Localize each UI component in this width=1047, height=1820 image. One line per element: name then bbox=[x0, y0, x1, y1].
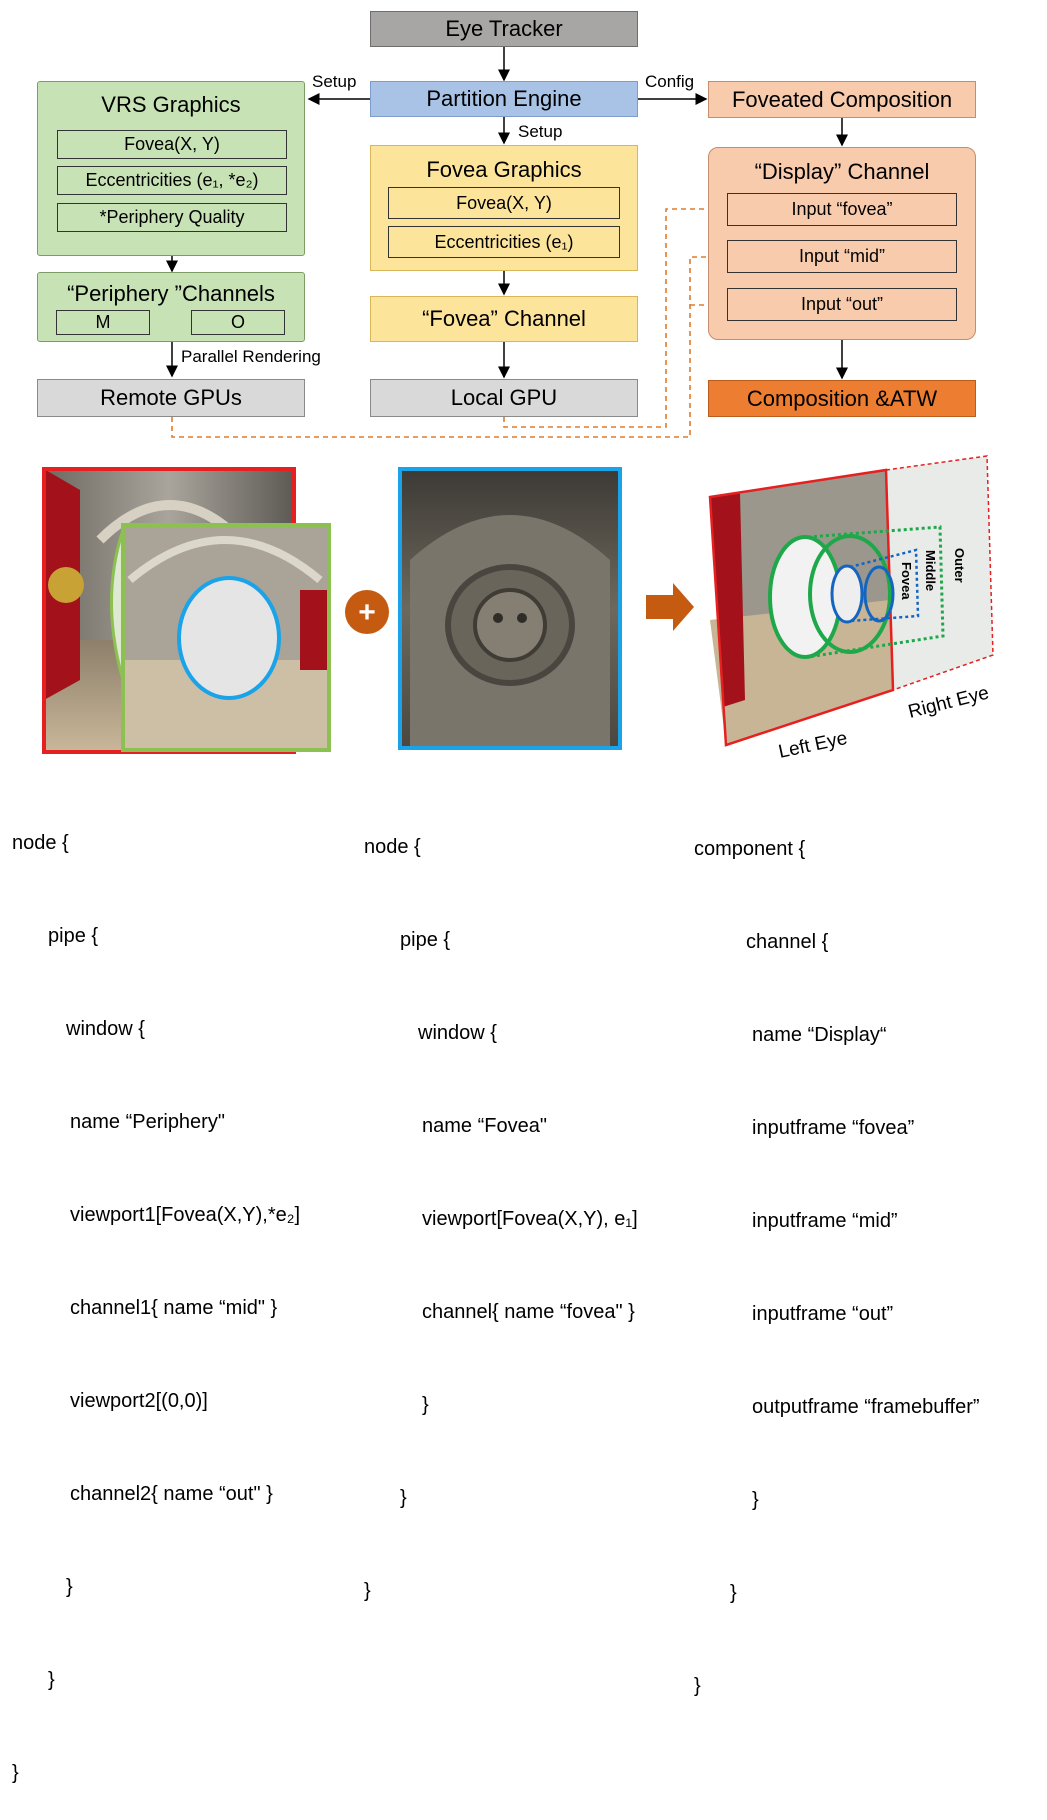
fovea-hole bbox=[177, 576, 281, 700]
code-line: viewport[Fovea(X,Y), e₁] bbox=[422, 1208, 638, 1230]
config-label: Config bbox=[645, 72, 695, 91]
plus-icon bbox=[345, 590, 389, 634]
display-config-code: component { channel { name “Display“ inp… bbox=[694, 772, 980, 1733]
fovea-channel-label: “Fovea” Channel bbox=[422, 306, 586, 331]
display-channel-box bbox=[708, 147, 976, 340]
vrs-periphery-quality-item: *Periphery Quality bbox=[57, 203, 287, 232]
local-gpu-label: Local GPU bbox=[450, 385, 558, 410]
input-fovea-box: Input “fovea” bbox=[727, 193, 957, 226]
code-line: name “Display“ bbox=[752, 1024, 887, 1046]
channel-m-box: M bbox=[56, 310, 150, 335]
periphery-channels-title: “Periphery ”Channels bbox=[67, 281, 275, 306]
code-line: name “Periphery" bbox=[70, 1111, 225, 1133]
vrs-fovea-item: Fovea(X, Y) bbox=[57, 130, 287, 159]
code-line: node { bbox=[12, 832, 69, 854]
parallel-rendering-label: Parallel Rendering bbox=[181, 347, 321, 366]
code-line: inputframe “out” bbox=[752, 1303, 894, 1325]
vrs-graphics-title: VRS Graphics bbox=[101, 92, 241, 117]
code-line: } bbox=[730, 1582, 737, 1604]
fovea-graphics-box bbox=[370, 145, 638, 271]
input-mid-box: Input “mid” bbox=[727, 240, 957, 273]
partition-engine-box: Partition Engine bbox=[370, 81, 638, 117]
eye-tracker-label: Eye Tracker bbox=[445, 16, 563, 41]
code-line: component { bbox=[694, 838, 806, 860]
code-line: } bbox=[400, 1487, 407, 1509]
display-channel-title: “Display” Channel bbox=[754, 159, 930, 184]
setup-left-label: Setup bbox=[312, 72, 357, 91]
code-line: name “Fovea" bbox=[422, 1115, 547, 1137]
code-line: outputframe “framebuffer” bbox=[752, 1396, 980, 1418]
plus-glyph: + bbox=[358, 596, 376, 629]
code-line: pipe { bbox=[48, 925, 99, 947]
fovea-label: Fovea bbox=[899, 562, 914, 600]
fovea-ring-near bbox=[830, 564, 864, 624]
vrs-graphics-box bbox=[37, 81, 305, 256]
code-line: } bbox=[752, 1489, 759, 1511]
fovea-graphics-fovea-item: Fovea(X, Y) bbox=[388, 187, 620, 219]
fovea-frame bbox=[398, 467, 622, 750]
code-line: channel{ name “fovea" } bbox=[422, 1301, 635, 1323]
code-line: } bbox=[364, 1580, 371, 1602]
composition-atw-label: Composition &ATW bbox=[746, 385, 938, 411]
foveated-composition-label: Foveated Composition bbox=[731, 86, 953, 112]
remote-gpus-box: Remote GPUs bbox=[37, 379, 305, 417]
middle-frame bbox=[121, 523, 331, 752]
code-line: node { bbox=[364, 836, 421, 858]
fovea-scene bbox=[400, 469, 620, 748]
render-illustrations: + Outer Middle Fovea Left Eye Right Eye bbox=[42, 455, 994, 763]
mid-edge-arc bbox=[110, 529, 125, 681]
code-line: } bbox=[12, 1762, 19, 1784]
local-gpu-box: Local GPU bbox=[370, 379, 638, 417]
code-line: } bbox=[48, 1669, 55, 1691]
code-line: inputframe “mid” bbox=[752, 1210, 898, 1232]
composition-atw-box: Composition &ATW bbox=[708, 380, 976, 417]
fovea-ring-far bbox=[863, 565, 895, 623]
fovea-channel-box: “Fovea” Channel bbox=[370, 296, 638, 342]
partition-engine-label: Partition Engine bbox=[426, 86, 582, 111]
code-line: viewport2[(0,0)] bbox=[70, 1390, 208, 1412]
outer-zone-outline bbox=[807, 525, 945, 659]
middle-label: Middle bbox=[923, 550, 938, 591]
code-line: pipe { bbox=[400, 929, 451, 951]
code-line: viewport1[Fovea(X,Y),*e₂] bbox=[70, 1204, 301, 1226]
code-line: } bbox=[694, 1675, 701, 1697]
code-line: channel { bbox=[746, 931, 829, 953]
fovea-zone-outline bbox=[849, 548, 920, 623]
input-out-box: Input “out” bbox=[727, 288, 957, 321]
remote-gpus-label: Remote GPUs bbox=[100, 385, 242, 410]
outer-ring-far bbox=[808, 534, 892, 654]
code-line: window { bbox=[66, 1018, 145, 1040]
left-eye-label: Left Eye bbox=[777, 728, 850, 763]
fovea-config-code: node { pipe { window { name “Fovea" view… bbox=[364, 770, 638, 1638]
right-eye-frame bbox=[885, 455, 994, 691]
periphery-channels-box bbox=[37, 272, 305, 342]
foveated-composition-box: Foveated Composition bbox=[708, 81, 976, 118]
channel-o-box: O bbox=[191, 310, 285, 335]
right-eye-label: Right Eye bbox=[906, 683, 991, 723]
fovea-graphics-eccentricities-item: Eccentricities (e₁) bbox=[388, 226, 620, 258]
result-arrow-icon bbox=[646, 583, 694, 631]
code-line: } bbox=[422, 1394, 429, 1416]
fovea-graphics-title: Fovea Graphics bbox=[426, 157, 582, 182]
vrs-eccentricities-item: Eccentricities (e₁, *e₂) bbox=[57, 166, 287, 195]
setup-down-label: Setup bbox=[518, 122, 563, 141]
periphery-config-code: node { pipe { window { name “Periphery" … bbox=[12, 766, 300, 1820]
code-line: channel2{ name “out" } bbox=[70, 1483, 273, 1505]
code-line: } bbox=[66, 1576, 73, 1598]
eye-tracker-box: Eye Tracker bbox=[370, 11, 638, 47]
code-line: channel1{ name “mid" } bbox=[70, 1297, 278, 1319]
code-line: window { bbox=[418, 1022, 497, 1044]
code-line: inputframe “fovea” bbox=[752, 1117, 915, 1139]
outer-ring-near bbox=[768, 535, 842, 659]
outer-label: Outer bbox=[952, 548, 967, 583]
